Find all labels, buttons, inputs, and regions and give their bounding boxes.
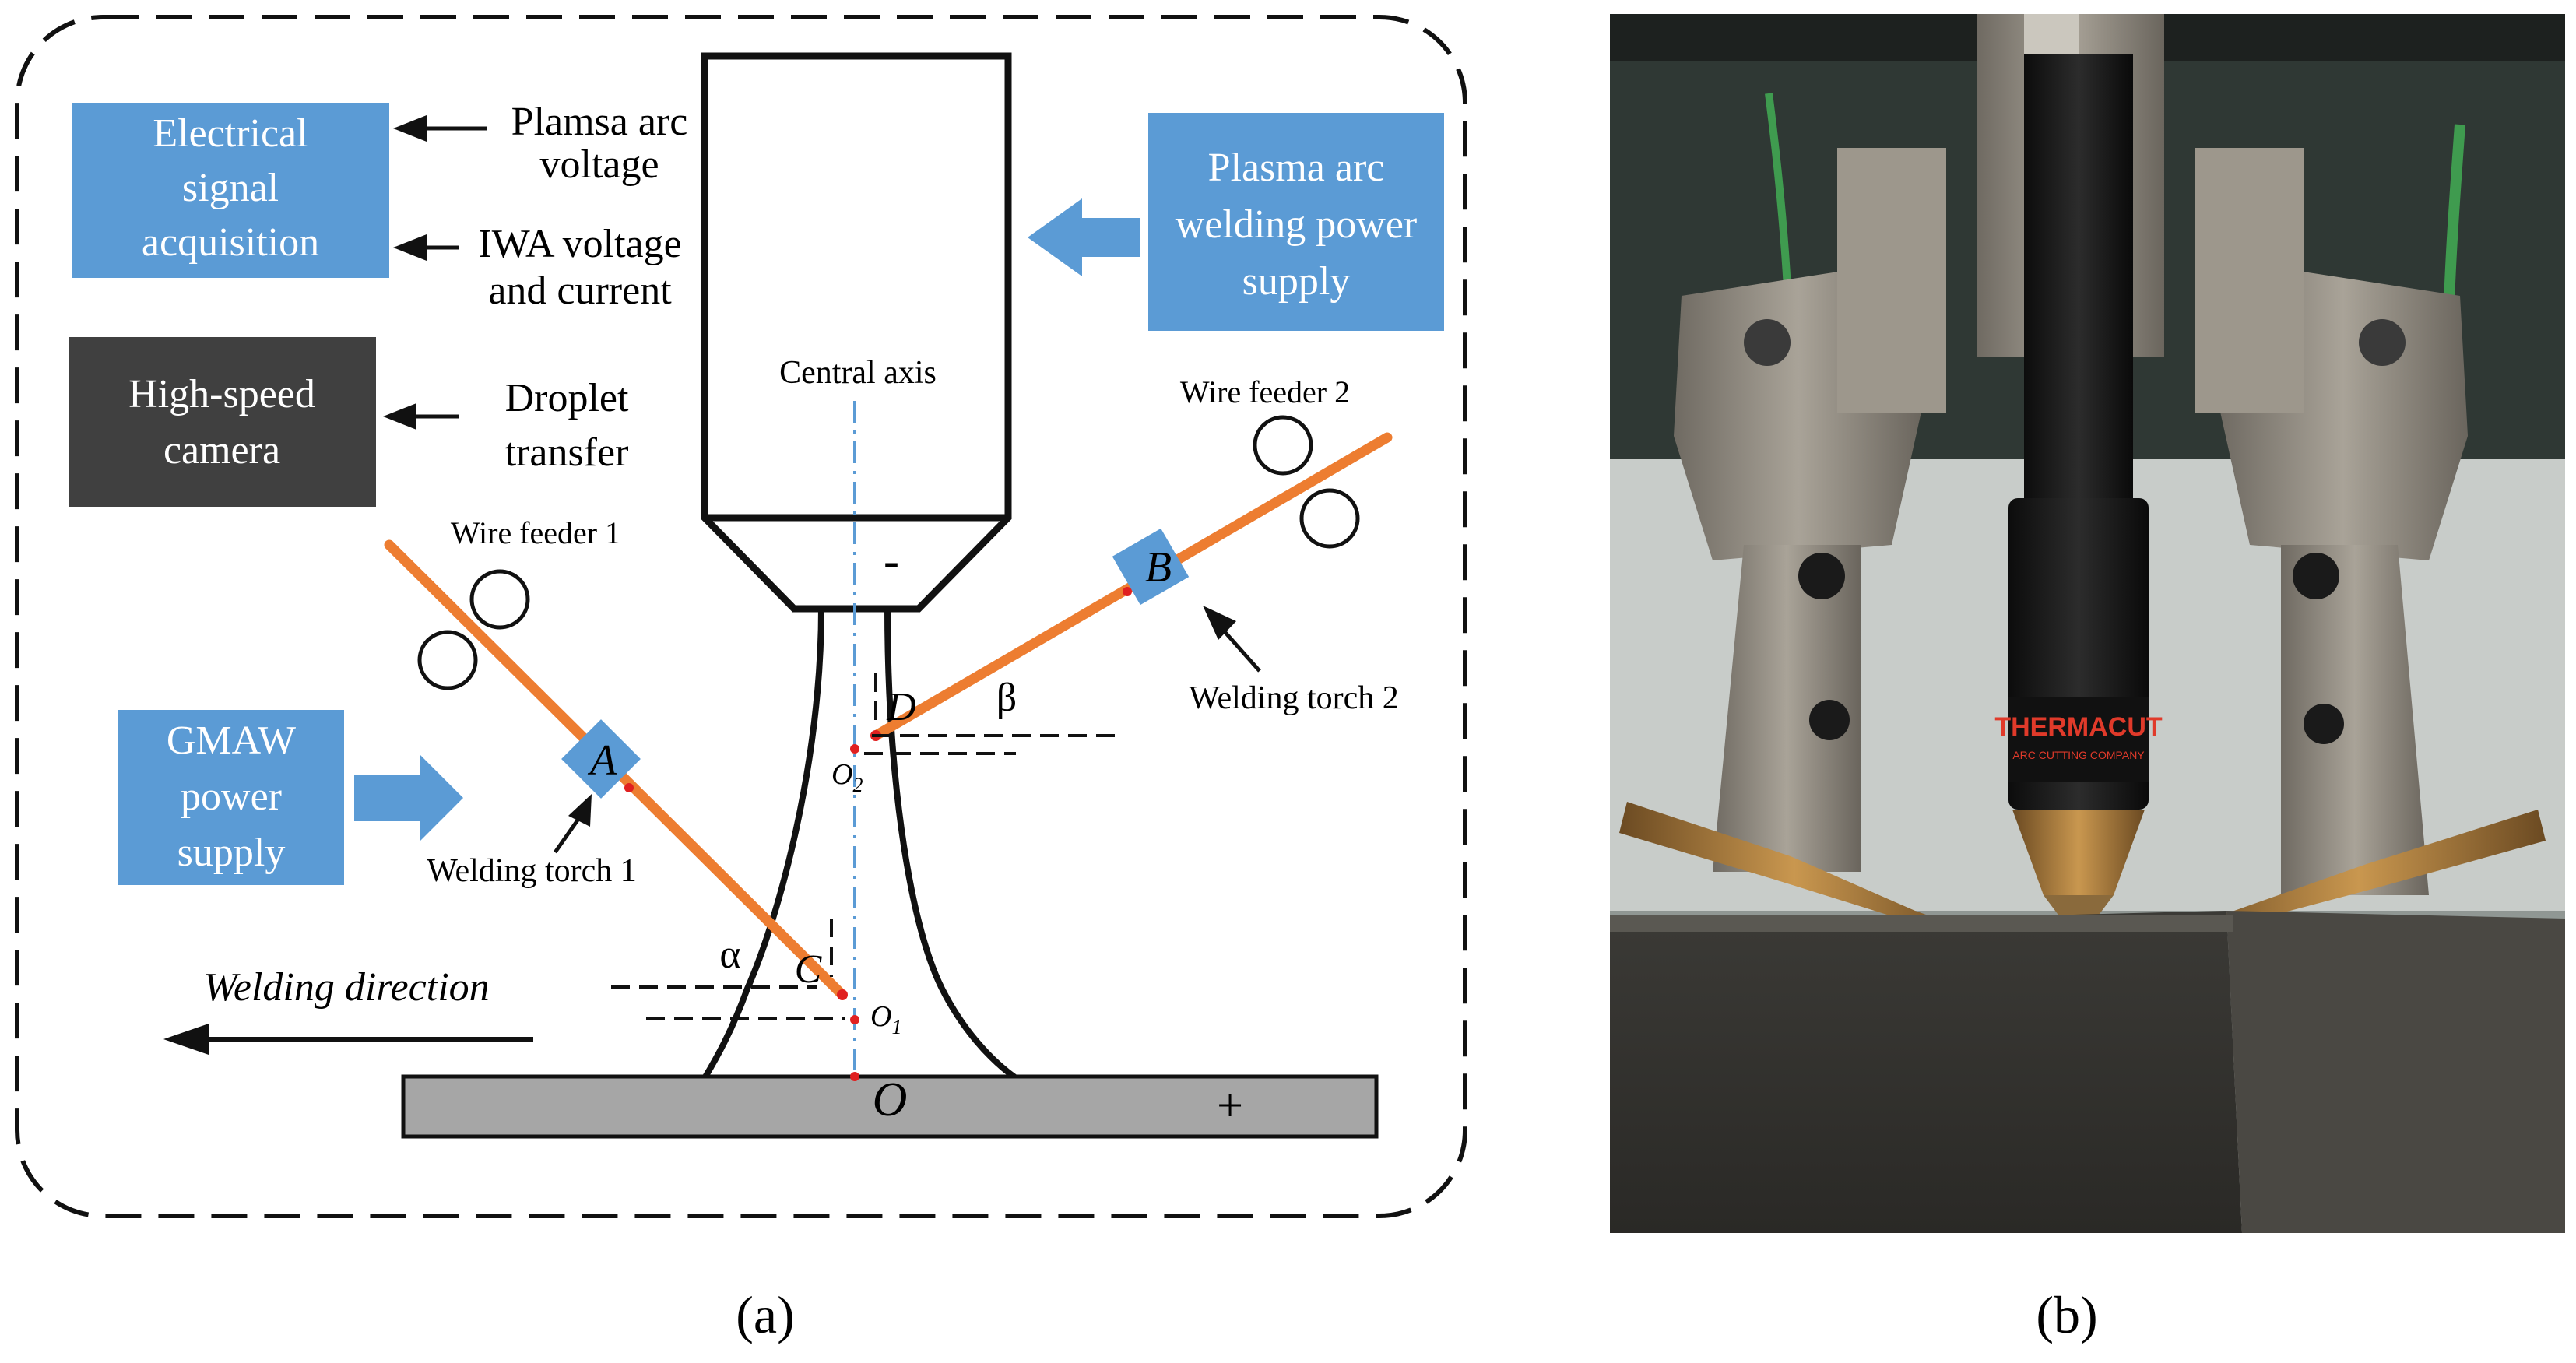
torch-1-pointer-head: [568, 794, 592, 827]
wire-feeder-2-label: Wire feeder 2: [1180, 374, 1350, 409]
panel-a-label: (a): [736, 1285, 794, 1344]
electrical-signal-line-2: signal: [182, 166, 279, 210]
welding-torch-2-label: Welding torch 2: [1189, 680, 1399, 716]
plasma-power-line-3: supply: [1242, 259, 1351, 304]
point-o2-label: O2: [831, 758, 863, 796]
high-speed-camera-box: High-speed camera: [69, 337, 376, 507]
point-d-label: D: [886, 685, 916, 729]
wire-feeder-2-roller-top: [1253, 415, 1313, 476]
iwa-voltage-line-1: IWA voltage: [478, 222, 681, 266]
right-upper-block: [2195, 148, 2304, 413]
point-marker-a: [624, 783, 634, 792]
minus-sign: -: [884, 535, 899, 586]
thermacut-brand: THERMACUT: [1994, 712, 2163, 742]
gmaw-arrow: [354, 755, 463, 841]
electrical-signal-box: Electrical signal acquisition: [72, 103, 389, 278]
workpiece: [401, 1074, 1379, 1139]
plasma-arc-left: [701, 608, 824, 1080]
plasma-power-box: Plasma arc welding power supply: [1148, 113, 1444, 331]
panel-b-photo: THERMACUT ARC CUTTING COMPANY: [1610, 14, 2565, 1233]
left-screw: [1798, 553, 1845, 599]
plasma-arc-voltage-line-1: Plamsa arc: [511, 100, 688, 144]
high-speed-camera-rect: [69, 337, 376, 507]
electrical-signal-rect: [72, 103, 389, 278]
panel-a-diagram: Electrical signal acquisition High-speed…: [15, 15, 1467, 1218]
signal-arrows: [383, 115, 487, 430]
torch-2-pointer: [1221, 627, 1261, 673]
point-marker-o: [850, 1072, 859, 1081]
point-o-label: O: [873, 1073, 908, 1126]
torch-2-pointer-head: [1203, 606, 1236, 640]
welding-direction-label: Welding direction: [203, 965, 489, 1010]
floor-right: [2226, 911, 2565, 1233]
left-upper-block: [1837, 148, 1946, 413]
point-marker-o2: [850, 744, 859, 754]
wire-feeder-1-roller-top: [469, 569, 530, 630]
welding-torch-2-block: [1112, 528, 1190, 606]
welding-direction-arrow-head: [163, 1024, 209, 1055]
gmaw-power-line-3: supply: [177, 831, 286, 875]
panel-b-label: (b): [2036, 1285, 2097, 1344]
droplet-transfer-line-1: Droplet: [505, 376, 629, 420]
torch-brand-band: [2008, 697, 2149, 782]
welding-torch-1-label: Welding torch 1: [427, 853, 637, 889]
gmaw-power-rect: [118, 710, 344, 885]
beta-label: β: [996, 676, 1017, 720]
plasma-power-line-2: welding power: [1176, 202, 1417, 247]
left-welding-torch: [1619, 802, 1970, 942]
point-marker-o1: [850, 1015, 859, 1024]
point-c-label: C: [795, 947, 823, 992]
plasma-power-line-1: Plasma arc: [1208, 146, 1385, 190]
plus-sign: +: [1217, 1080, 1243, 1131]
dashed-frame: [15, 15, 1467, 1218]
right-knob: [2359, 319, 2406, 366]
left-knob: [1744, 319, 1791, 366]
wire-feeder-1-roller-bottom: [417, 630, 478, 690]
table-edge: [1610, 915, 2233, 932]
wire-feeder-1-label: Wire feeder 1: [451, 515, 620, 550]
electrical-signal-line-1: Electrical: [153, 111, 308, 156]
plasma-arc-voltage-line-2: voltage: [539, 142, 659, 187]
left-lower-clamp: [1713, 545, 1861, 872]
point-o1-label: O1: [870, 1000, 901, 1038]
high-speed-camera-line-1: High-speed: [128, 372, 315, 416]
gmaw-power-box: GMAW power supply: [118, 710, 344, 885]
point-a-label: A: [587, 736, 617, 785]
plasma-arrow: [1028, 198, 1140, 276]
thermacut-brand-sub: ARC CUTTING COMPANY: [2012, 749, 2145, 761]
point-marker-b: [1123, 587, 1132, 596]
wire-feeder-2-roller-bottom: [1299, 488, 1360, 549]
gmaw-power-line-2: power: [181, 775, 282, 819]
reference-dashed-lines: [611, 673, 1121, 1020]
plasma-torch-body-photo: [2024, 54, 2133, 537]
droplet-transfer-line-2: transfer: [505, 430, 629, 475]
left-screw-2: [1809, 700, 1850, 740]
gmaw-power-line-1: GMAW: [167, 718, 296, 763]
point-marker-c: [837, 989, 848, 1000]
high-speed-camera-line-2: camera: [163, 428, 280, 472]
right-lower-clamp: [2281, 545, 2429, 895]
iwa-voltage-line-2: and current: [488, 269, 672, 313]
right-screw-2: [2304, 704, 2344, 744]
electrical-signal-line-3: acquisition: [142, 220, 319, 265]
torch-nozzle: [2012, 810, 2145, 895]
central-axis-label: Central axis: [779, 355, 937, 391]
plasma-power-rect: [1148, 113, 1444, 331]
right-screw: [2293, 553, 2339, 599]
alpha-label: α: [719, 933, 740, 977]
point-b-label: B: [1145, 543, 1172, 592]
work-table: [1610, 911, 2242, 1233]
right-welding-torch: [2172, 810, 2546, 942]
